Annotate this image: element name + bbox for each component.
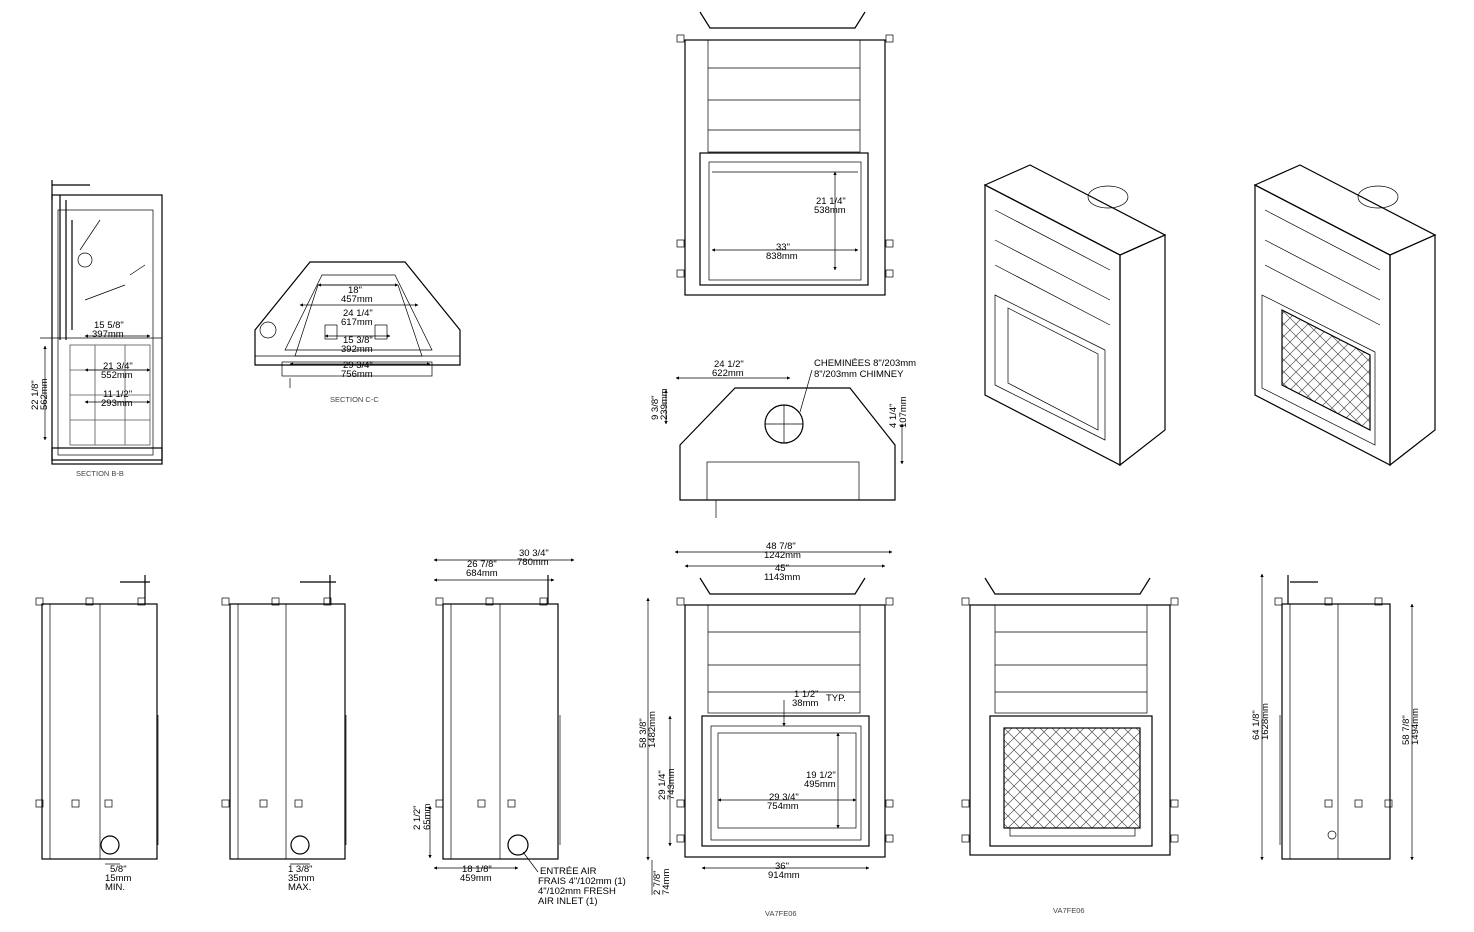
section-c-d3-in: 15 3/8" (343, 335, 373, 346)
top-view (664, 369, 904, 518)
side3-top2-mm: 684mm (466, 568, 498, 579)
front-typ-in: 1 1/2" (794, 689, 819, 700)
inlet-label-2: FRAIS 4"/102mm (1) (538, 876, 626, 887)
section-b-v-in: 22 1/8" (30, 380, 41, 410)
inlet-label-4: AIR INLET (1) (538, 896, 597, 907)
section-b-d1-mm: 397mm (92, 329, 124, 340)
front-h1-in: 58 3/8" (638, 718, 649, 748)
side3-b-mm: 459mm (460, 873, 492, 884)
side3-h-mm: 65mm (422, 804, 433, 830)
side3-top1-mm: 780mm (517, 557, 549, 568)
section-b-v-mm: 562mm (39, 378, 50, 410)
front-w1-in: 48 7/8" (766, 541, 796, 552)
caption-2: VA7FE06 (1053, 906, 1085, 915)
front-top-h-in: 21 1/4" (816, 196, 846, 207)
front-base-mm: 74mm (661, 869, 672, 895)
front-top-w-mm: 838mm (766, 251, 798, 262)
front-base-in: 2 7/8" (652, 870, 663, 895)
side-view-2 (221, 575, 347, 865)
front-h1-mm: 1482mm (647, 711, 658, 748)
right-side-view (1260, 573, 1414, 861)
section-c-d1-mm: 457mm (341, 294, 373, 305)
section-c-d4-in: 29 3/4" (343, 360, 373, 371)
front-b-in: 36" (775, 861, 789, 872)
right-h2-in: 58 7/8" (1401, 715, 1412, 745)
front-o2-in: 29 3/4" (769, 792, 799, 803)
front-typ-label: TYP. (826, 693, 846, 704)
section-b-d1-in: 15 5/8" (94, 320, 124, 331)
front-h2-in: 29 1/4" (657, 770, 668, 800)
front-o1-mm: 495mm (804, 779, 836, 790)
section-c-d1-in: 18" (348, 285, 362, 296)
front-view-mesh (961, 577, 1179, 856)
section-b-label: SECTION B-B (76, 469, 124, 478)
side-view-1 (35, 575, 159, 865)
side3-b-in: 18 1/8" (462, 864, 492, 875)
front-o1-in: 19 1/2" (806, 770, 836, 781)
chimney-label-en: 8"/203mm CHIMNEY (814, 369, 904, 380)
section-c-d2-mm: 617mm (341, 317, 373, 328)
inlet-label-1: ENTRÉE AIR (540, 866, 597, 877)
front-top-w-in: 33" (776, 242, 790, 253)
front-h2-mm: 743mm (666, 768, 677, 800)
top-w-in: 24 1/2" (714, 359, 744, 370)
side3-top1-in: 30 3/4" (519, 548, 549, 559)
section-b-d3-in: 11 1/2" (103, 389, 132, 400)
front-top-h-mm: 538mm (814, 205, 846, 216)
inlet-label-3: 4"/102mm FRESH (538, 886, 616, 897)
section-b-d2-mm: 552mm (101, 370, 133, 381)
section-b-d2-in: 21 3/4" (103, 361, 133, 372)
side1-in: 5/8" (110, 864, 127, 875)
front-o2-mm: 754mm (767, 801, 799, 812)
side1-note: MIN. (105, 882, 125, 893)
chimney-label-fr: CHEMINÉES 8"/203mm (814, 358, 916, 369)
side-view-3 (428, 558, 575, 873)
section-c-view (254, 261, 461, 388)
isometric-view-mesh (1253, 164, 1437, 467)
right-h1-in: 64 1/8" (1251, 710, 1262, 740)
front-w1-mm: 1242mm (764, 550, 801, 561)
side1-mm: 15mm (105, 873, 131, 884)
front-w2-in: 45" (775, 563, 789, 574)
section-b-view (40, 180, 163, 465)
caption-1: VA7FE06 (765, 909, 797, 918)
section-c-d3-mm: 392mm (341, 344, 373, 355)
side2-mm: 35mm (288, 873, 314, 884)
right-h1-mm: 1628mm (1260, 703, 1271, 740)
side3-h-in: 2 1/2" (412, 805, 423, 830)
section-c-d4-mm: 756mm (341, 369, 373, 380)
front-w2-mm: 1143mm (764, 572, 800, 583)
right-h2-mm: 1494mm (1410, 708, 1421, 745)
top-d-mm: 239mm (659, 388, 670, 420)
front-b-mm: 914mm (768, 870, 800, 881)
section-b-d3-mm: 293mm (101, 398, 133, 409)
side2-note: MAX. (288, 882, 311, 893)
isometric-view-glass (983, 164, 1167, 467)
front-view-main (646, 550, 894, 895)
section-c-d2-in: 24 1/4" (343, 308, 373, 319)
front-view-top (676, 11, 894, 296)
side3-top2-in: 26 7/8" (467, 559, 497, 570)
side2-in: 1 3/8" (288, 864, 313, 875)
top-r-mm: 107mm (898, 396, 909, 428)
top-d-in: 9 3/8" (650, 395, 661, 420)
front-typ-mm: 38mm (792, 698, 818, 709)
top-w-mm: 622mm (712, 368, 744, 379)
section-c-label: SECTION C-C (330, 395, 379, 404)
top-r-in: 4 1/4" (888, 403, 899, 428)
